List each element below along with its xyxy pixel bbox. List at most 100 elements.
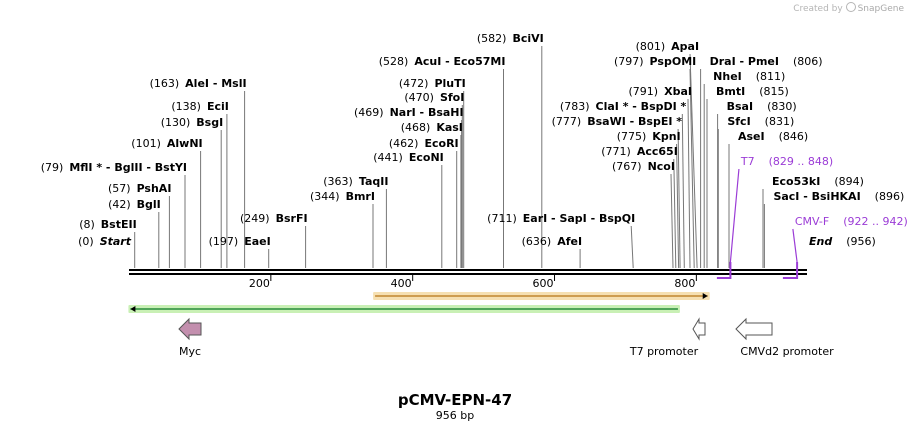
restriction-site[interactable]: (101)AlwNI [131,137,202,150]
site-position: (79) [41,161,64,174]
restriction-site[interactable]: Eco53kI(894) [772,175,864,188]
site-name: BsaI [727,100,753,113]
site-leader-lines [134,46,765,269]
restriction-site[interactable]: DraI - PmeI(806) [710,55,823,68]
primer-connector [792,228,798,263]
restriction-site[interactable]: (767)NcoI [612,160,675,173]
restriction-site[interactable]: NheI (811) [713,70,785,83]
restriction-site[interactable]: (57)PshAI [108,182,171,195]
site-leader-line [689,68,695,269]
site-position: (0) [78,235,94,248]
restriction-site[interactable]: (138)EciI [171,100,229,113]
restriction-site[interactable]: (249)BsrFI [240,212,308,225]
site-position: (830) [767,100,797,113]
credit-prefix: Created by [793,4,843,14]
site-position: (470) [404,91,434,104]
site-position: (101) [131,137,161,150]
restriction-site[interactable]: (771) Acc65I [601,145,678,158]
restriction-site[interactable]: (801)ApaI [636,40,700,53]
restriction-site[interactable]: (197) EaeI [209,235,271,248]
site-leader-line [676,143,680,269]
restriction-site[interactable]: (797)PspOMI [614,55,696,68]
site-position: (771) [601,145,631,158]
site-name: BsgI [196,116,223,129]
snapgene-credit: Created by SnapGene [793,2,904,14]
restriction-site[interactable]: SacI - BsiHKAI(896) [773,190,904,203]
site-position: (775) [617,130,647,143]
restriction-site[interactable]: (528)AcuI - Eco57MI [379,55,506,68]
restriction-site[interactable]: BmtI(815) [716,85,789,98]
restriction-site[interactable]: (469)NarI - BsaHI [354,106,464,119]
feature-arrow[interactable] [735,317,773,341]
restriction-site[interactable]: (582)BciVI [477,32,544,45]
site-position: (42) [108,198,131,211]
primer-label[interactable]: CMV-F(922 .. 942) [795,215,908,228]
restriction-site[interactable]: (42) BglI [108,198,161,211]
restriction-site[interactable]: SfcI(831) [727,115,794,128]
feature-label: T7 promoter [629,345,699,358]
ruler-tick-label: 600 [533,277,554,290]
site-name: Start [100,235,132,248]
site-position: (815) [759,85,789,98]
primer-name: T7 [740,155,755,168]
site-position: (797) [614,55,644,68]
site-leader-line [689,53,698,269]
site-position: (472) [399,77,429,90]
restriction-site[interactable]: (163)AleI - MslI [150,77,247,90]
site-name: EcoRI [424,137,458,150]
site-position: (846) [779,130,809,143]
restriction-site[interactable]: (462)EcoRI [389,137,459,150]
restriction-site[interactable]: (130)BsgI [161,116,224,129]
snapgene-logo-icon [845,2,856,12]
restriction-site[interactable]: (711)EarI - SapI - BspQI [487,212,635,225]
site-name: NheI [713,70,742,83]
restriction-site[interactable]: (441)EcoNI [373,151,443,164]
site-position: (811) [756,70,786,83]
restriction-site[interactable]: (470) SfoI [404,91,464,104]
restriction-site[interactable]: (777)BsaWI - BspEI * [552,115,683,128]
restriction-site[interactable]: (79)MflI * - BglII - BstYI [41,161,187,174]
ruler-tick-label: 200 [249,277,270,290]
restriction-site[interactable]: (636)AfeI [522,235,582,248]
site-position: (831) [765,115,795,128]
restriction-site[interactable]: (791)XbaI [629,85,692,98]
feature-arrow[interactable] [178,317,202,341]
site-name: BstEII [101,218,137,231]
restriction-site[interactable]: AseI(846) [738,130,808,143]
restriction-site[interactable]: (8)BstEII [79,218,136,231]
site-position: (197) [209,235,239,248]
site-position: (344) [310,190,340,203]
site-name: EaeI [244,235,270,248]
restriction-site[interactable]: (363)TaqII [323,175,388,188]
orf-arrowhead [702,293,708,299]
site-position: (528) [379,55,409,68]
feature-arrow[interactable] [692,317,706,341]
primer-bracket [716,262,732,279]
site-position: (163) [150,77,180,90]
site-name: SfoI [440,91,464,104]
site-leader-line [677,128,681,269]
restriction-site[interactable]: (344)BmrI [310,190,375,203]
primer-label[interactable]: T7 (829 .. 848) [740,155,833,168]
site-name: PshAI [137,182,172,195]
restriction-site[interactable]: (0) Start [78,235,132,248]
primer-annotations: T7 (829 .. 848) CMV-F(922 .. 942) [716,155,908,279]
restriction-site[interactable]: (783)ClaI * - BspDI * [560,100,687,113]
restriction-site[interactable]: (468)KasI [401,121,463,134]
site-name: KasI [436,121,463,134]
site-position: (801) [636,40,666,53]
site-name: BglI [137,198,161,211]
site-leader-line [687,98,691,269]
restriction-site[interactable]: End(956) [809,235,876,248]
restriction-site[interactable]: BsaI (830) [727,100,797,113]
primer-range: (922 .. 942) [843,215,908,228]
orf-arrowhead [130,306,136,312]
primer-range: (829 .. 848) [769,155,834,168]
restriction-site[interactable]: (472)PluTI [399,77,466,90]
site-position: (767) [612,160,642,173]
site-position: (791) [629,85,659,98]
site-name: Acc65I [637,145,678,158]
restriction-site[interactable]: (775)KpnI [617,130,681,143]
